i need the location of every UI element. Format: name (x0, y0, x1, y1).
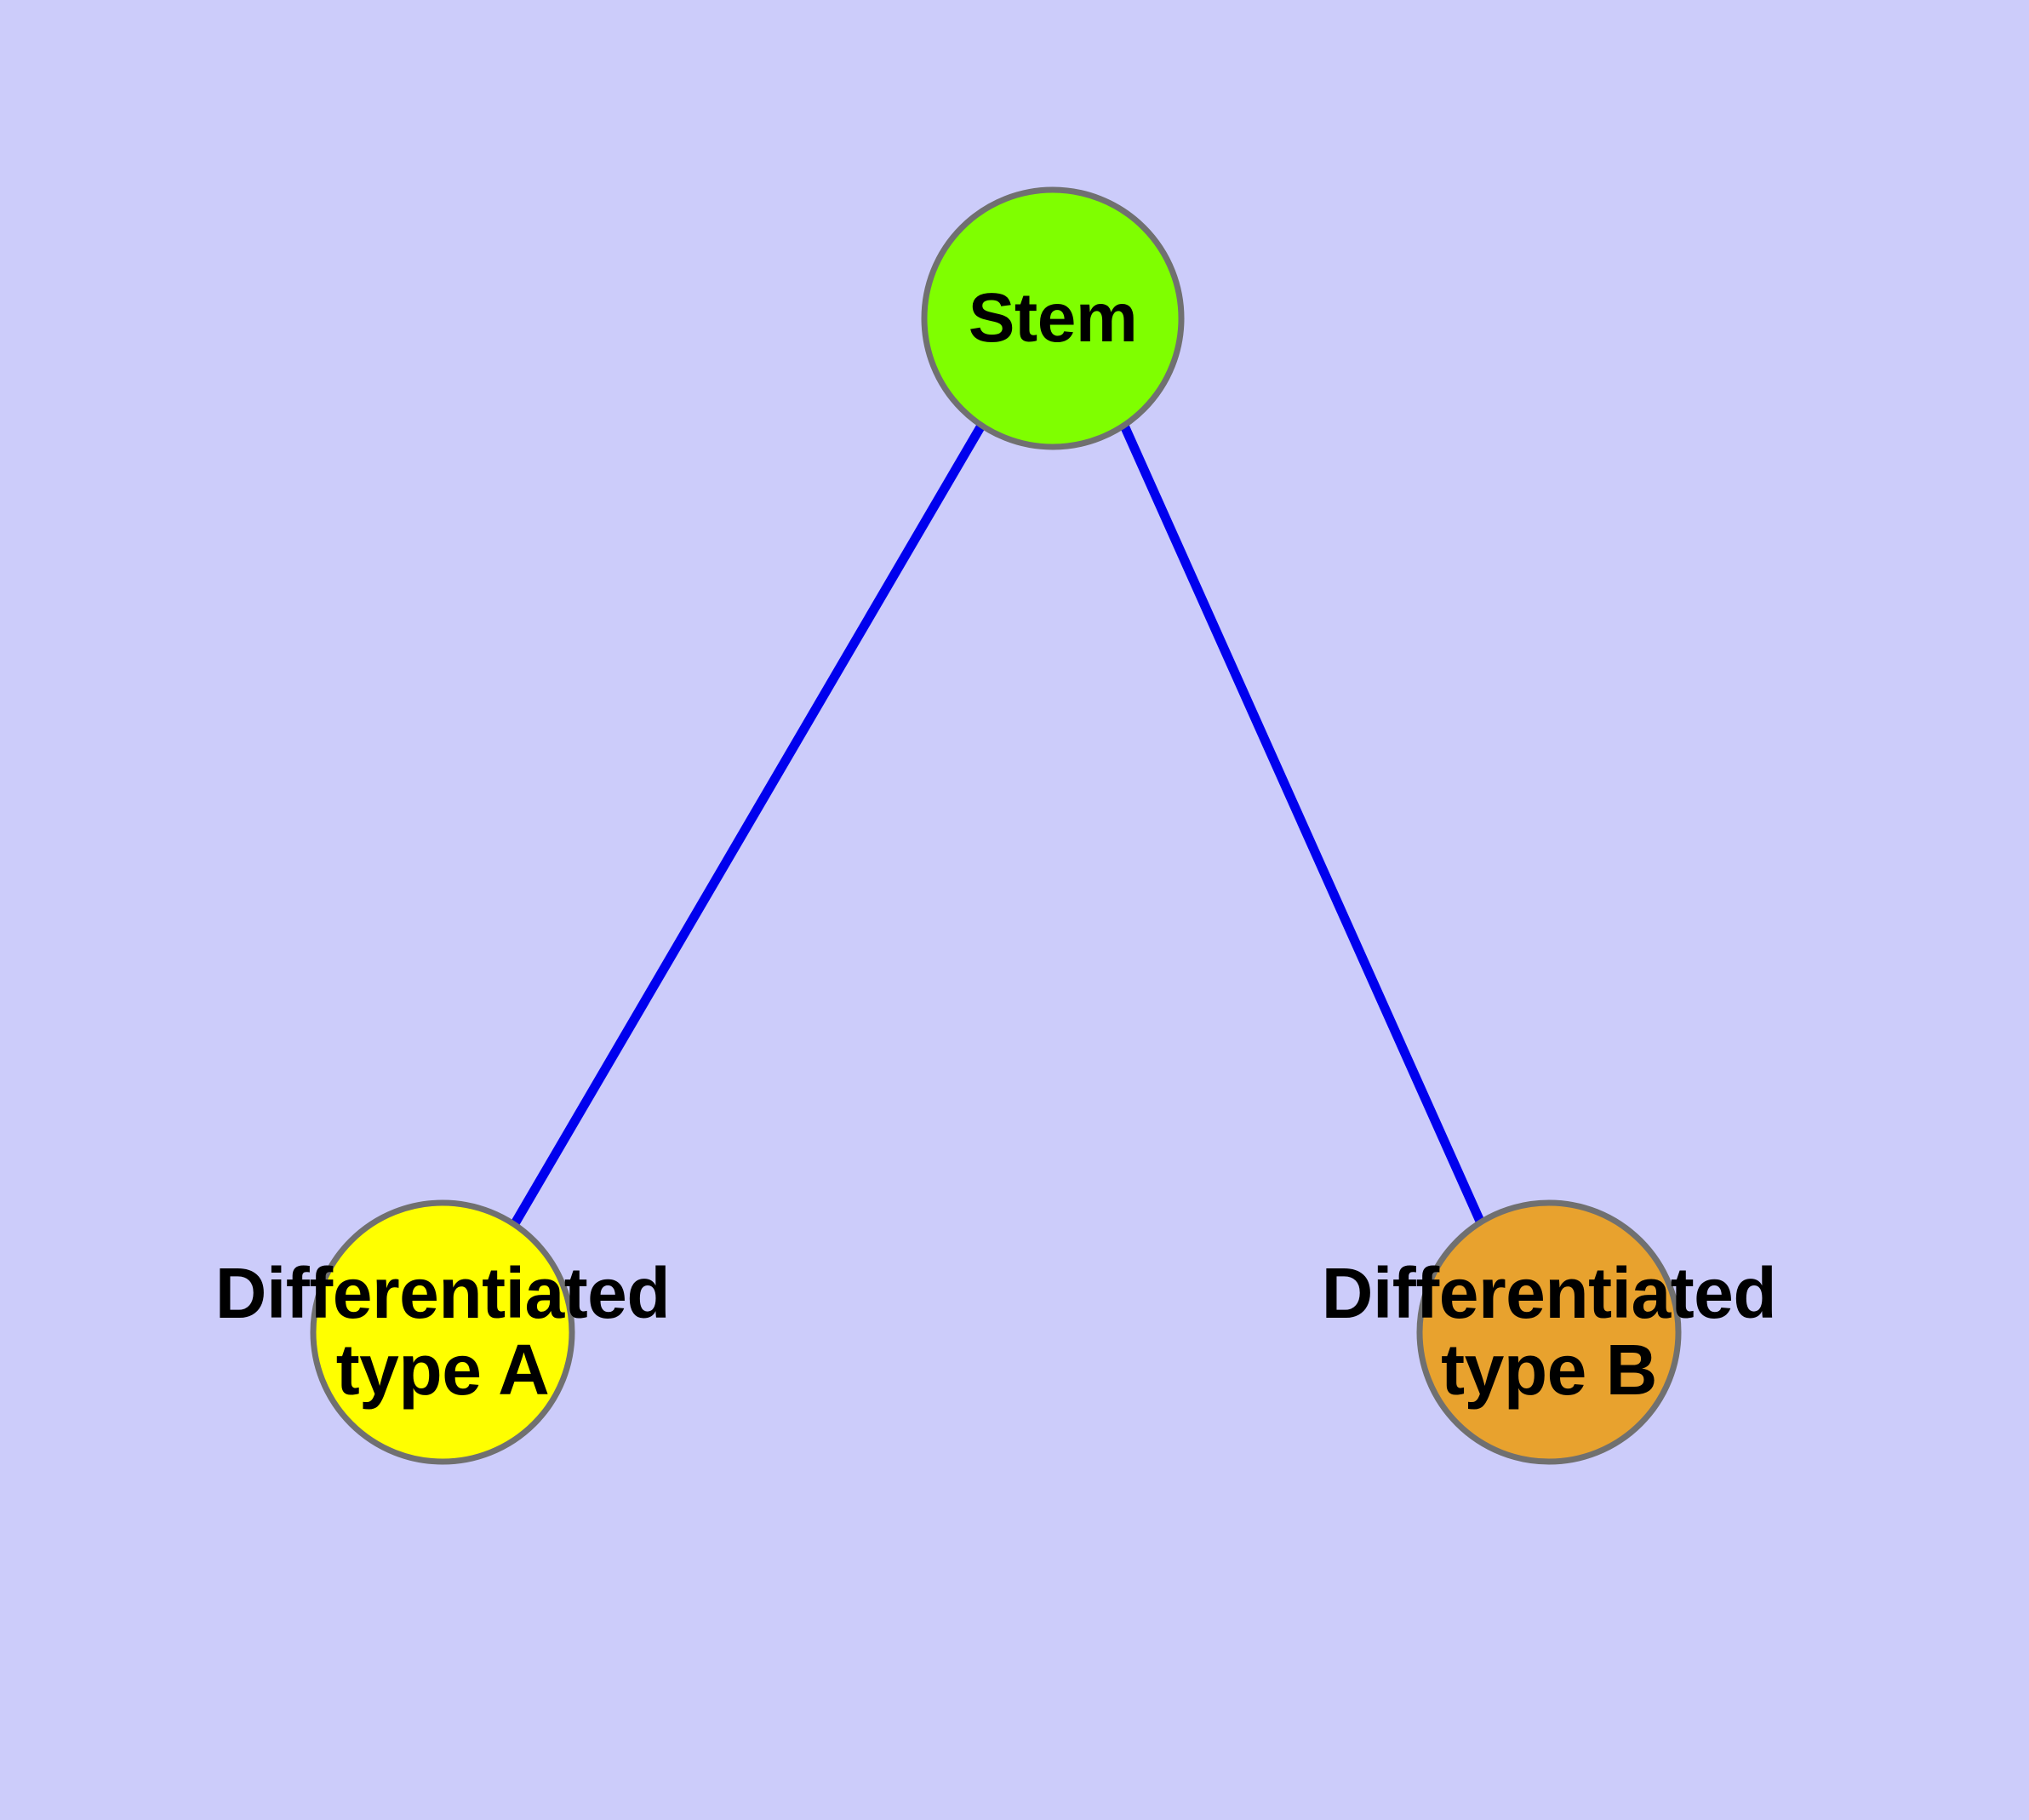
edge-stem-to-diff-b[interactable] (1119, 423, 1487, 1228)
node-differentiated-type-a[interactable] (310, 1199, 575, 1465)
node-stem[interactable] (921, 186, 1185, 450)
edge-layer (510, 423, 1487, 1228)
node-differentiated-type-b[interactable] (1416, 1199, 1682, 1465)
edge-stem-to-diff-a[interactable] (510, 423, 986, 1228)
node-layer (310, 186, 1682, 1465)
